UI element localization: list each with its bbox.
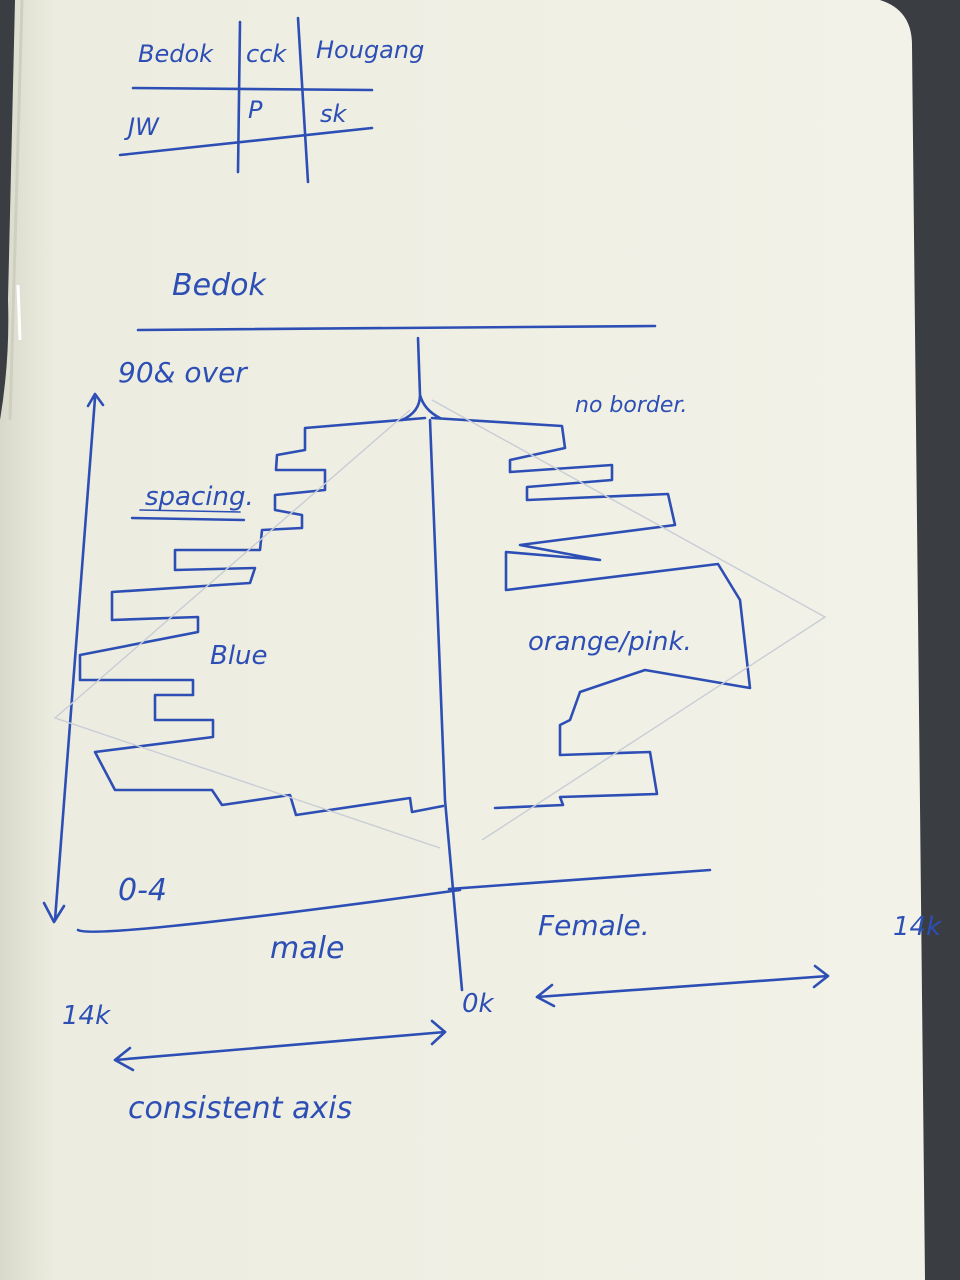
left-scale-line <box>113 1030 447 1062</box>
table-vline-2 <box>296 16 310 184</box>
paper-sheet <box>0 0 925 1280</box>
label-bottom-age: 0-4 <box>118 873 167 908</box>
label-spacing: spacing. <box>145 482 254 512</box>
age-axis-arrow-up <box>86 392 105 408</box>
table-hline-2 <box>118 126 374 157</box>
table-cell-hougang: Hougang <box>316 36 424 64</box>
spacing-underline-2 <box>139 509 241 513</box>
right-scale-arrow-right <box>812 964 830 989</box>
chart-title: Bedok <box>172 268 267 303</box>
label-female: Female. <box>538 909 650 942</box>
label-blue: Blue <box>210 641 268 671</box>
table-vline-1 <box>236 20 242 174</box>
right-scale-arrow-left <box>535 983 556 1008</box>
right-scale-arrow <box>535 964 830 1008</box>
table-cell-sk: sk <box>320 100 348 128</box>
label-orange-pink: orange/pink. <box>528 627 692 657</box>
age-axis-arrow-down <box>42 901 66 924</box>
left-scale-arrow-left <box>113 1046 135 1072</box>
label-right-max: 14k <box>893 912 942 942</box>
label-left-max: 14k <box>62 1001 111 1031</box>
left-scale-arrow <box>113 1019 447 1072</box>
table-hline-1 <box>131 86 374 92</box>
pencil-triangle-left <box>53 409 441 849</box>
left-scale-arrow-right <box>430 1019 447 1046</box>
base-line-right <box>447 868 712 891</box>
table-cell-bedok: Bedok <box>138 40 214 68</box>
label-male: male <box>270 931 344 966</box>
spine-thread <box>16 284 22 341</box>
age-axis-line <box>53 396 97 922</box>
right-scale-line <box>535 974 830 999</box>
location-table <box>118 16 374 184</box>
label-no-border: no border. <box>575 393 687 418</box>
age-axis <box>42 392 105 924</box>
title-underline <box>136 324 657 332</box>
label-zero: 0k <box>462 989 495 1019</box>
female-bars <box>430 416 752 810</box>
center-axis <box>400 336 464 992</box>
table-cell-jw: JW <box>124 113 160 141</box>
pencil-triangle-right <box>431 399 827 841</box>
base-line-left <box>76 888 462 933</box>
table-cell-p: P <box>248 96 263 124</box>
label-consistent-axis: consistent axis <box>128 1091 352 1126</box>
label-top-age: 90& over <box>118 356 248 389</box>
page-spine <box>8 0 24 421</box>
table-cell-cck: cck <box>246 40 287 68</box>
spacing-underline <box>130 516 246 522</box>
